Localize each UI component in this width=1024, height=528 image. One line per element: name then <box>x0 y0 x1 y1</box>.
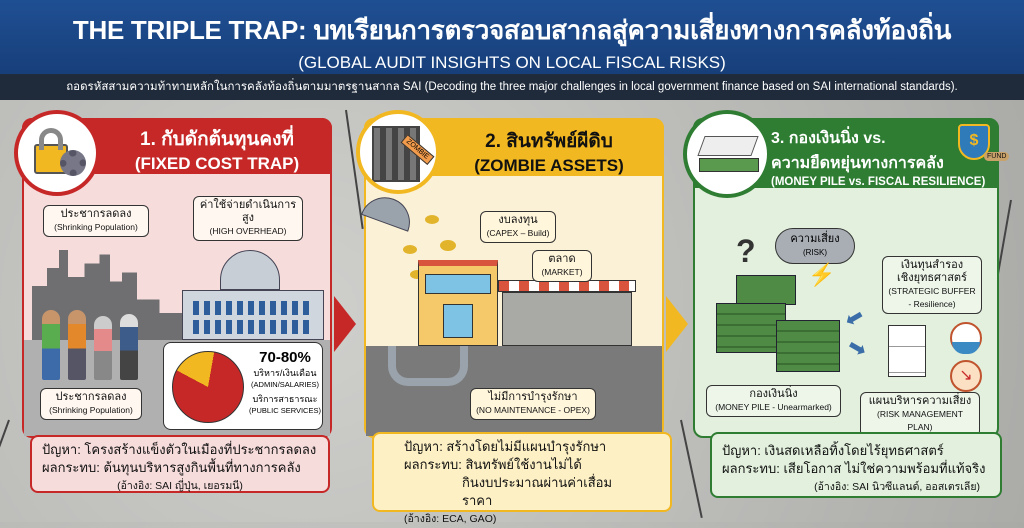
risk-cloud: ความเสี่ยง(RISK) <box>775 228 855 264</box>
lock-chain-gear-icon <box>14 110 100 196</box>
page-subtitle: (GLOBAL AUDIT INSIGHTS ON LOCAL FISCAL R… <box>298 53 726 72</box>
panel3-summary: ปัญหา: เงินสดเหลือทิ้งโดยไร้ยุทธศาสตร์ ผ… <box>710 432 1002 498</box>
panel2-title-en: (ZOMBIE ASSETS) <box>474 156 624 175</box>
new-building <box>418 260 498 346</box>
page-title: THE TRIPLE TRAP: บทเรียนการตรวจสอบสากลสู… <box>72 15 952 45</box>
panel1-title-en: (FIXED COST TRAP) <box>134 154 300 173</box>
panel2-title-th: 2. สินทรัพย์ผีดิบ <box>485 131 613 152</box>
flood-icon <box>950 322 982 354</box>
panel1-reference: (อ้างอิง: SAI ญี่ปุ่น, เยอรมนี) <box>117 480 243 492</box>
people-group <box>42 310 138 380</box>
arrow-right-red <box>334 296 356 352</box>
abandoned-market <box>502 292 632 346</box>
panel1-impact: ผลกระทบ: ต้นทุนบริหารสูงกินพื้นที่ทางการ… <box>42 460 301 475</box>
question-mark-icon: ? <box>736 233 756 269</box>
panel3-title-th1: 3. กองเงินนิ่ง vs. <box>771 130 886 147</box>
label-high-overhead: ค่าใช้จ่ายดำเนินการสูง(HIGH OVERHEAD) <box>193 196 303 241</box>
panel2-impact-cont: กินงบประมาณผ่านค่าเสื่อมราคา <box>462 475 613 508</box>
pie-public-th: บริการสาธารณะ <box>252 394 318 404</box>
pie-admin-en: (ADMIN/SALARIES) <box>251 380 319 389</box>
arrow-right-yellow <box>666 296 688 352</box>
panel3-title-en: (MONEY PILE vs. FISCAL RESILIENCE) <box>771 176 986 188</box>
money-stacks <box>716 275 841 375</box>
panel3-title-th2: ความยืดหยุ่นทางการคลัง <box>771 155 944 172</box>
description-strip: ถอดรหัสสามความท้าทายหลักในการคลังท้องถิ่… <box>0 74 1024 100</box>
pie-percent: 70-80% <box>259 349 311 366</box>
pie-chart <box>172 351 244 423</box>
panel2-problem: ปัญหา: สร้างโดยไม่มีแผนบำรุงรักษา <box>404 439 607 454</box>
panel1-problem: ปัญหา: โครงสร้างแข็งตัวในเมืองที่ประชากร… <box>42 442 317 457</box>
fund-bag-icon: FUND <box>984 152 1010 161</box>
panel2-summary: ปัญหา: สร้างโดยไม่มีแผนบำรุงรักษา ผลกระท… <box>372 432 672 525</box>
panel2-reference: (อ้างอิง: ECA, GAO) <box>404 513 497 525</box>
label-no-maintenance: ไม่มีการบำรุงรักษา(NO MAINTENANCE - OPEX… <box>470 388 596 420</box>
city-hall-building <box>182 290 324 340</box>
pie-public-en: (PUBLIC SERVICES) <box>249 406 321 415</box>
panel3-problem: ปัญหา: เงินสดเหลือทิ้งโดยไร้ยุทธศาสตร์ <box>722 443 944 458</box>
mattress-money-icon <box>683 110 771 198</box>
zombie-building-icon: ZOMBIE <box>356 110 440 194</box>
label-market: ตลาด(MARKET) <box>532 250 592 282</box>
pie-chart-box: 70-80% บริหาร/เงินเดือน (ADMIN/SALARIES)… <box>163 342 323 430</box>
pie-admin-th: บริหาร/เงินเดือน <box>253 368 317 378</box>
panel3-impact: ผลกระทบ: เสียโอกาส ไม่ใช่ความพร้อมที่แท้… <box>722 461 986 476</box>
panel1-summary: ปัญหา: โครงสร้างแข็งตัวในเมืองที่ประชากร… <box>30 435 330 493</box>
panel3-reference: (อ้างอิง: SAI นิวซีแลนด์, ออสเตรเลีย) <box>814 481 980 493</box>
document-plan-icon <box>888 325 926 377</box>
label-shrinking-population-bottom: ประชากรลดลง(Shrinking Population) <box>40 388 142 420</box>
lightning-icon: ⚡ <box>808 262 836 287</box>
label-risk-plan: แผนบริหารความเสี่ยง(RISK MANAGEMENT PLAN… <box>860 392 980 437</box>
label-capex: งบลงทุน(CAPEX – Build) <box>480 211 556 243</box>
panel1-title-th: 1. กับดักต้นทุนคงที่ <box>140 129 294 150</box>
label-money-pile: กองเงินนิ่ง(MONEY PILE - Unearmarked) <box>706 385 841 417</box>
crack-decoration <box>0 419 10 515</box>
broken-pipe <box>388 346 468 386</box>
decline-chart-icon: ↘ <box>950 360 982 392</box>
panel2-impact: ผลกระทบ: สินทรัพย์ใช้งานไม่ได้ <box>404 457 582 472</box>
falling-coins <box>395 215 475 295</box>
label-shrinking-population-top: ประชากรลดลง(Shrinking Population) <box>43 205 149 237</box>
label-strategic-buffer: เงินทุนสำรองเชิงยุทธศาสตร์(STRATEGIC BUF… <box>882 256 982 314</box>
header-banner: THE TRIPLE TRAP: บทเรียนการตรวจสอบสากลสู… <box>0 0 1024 74</box>
